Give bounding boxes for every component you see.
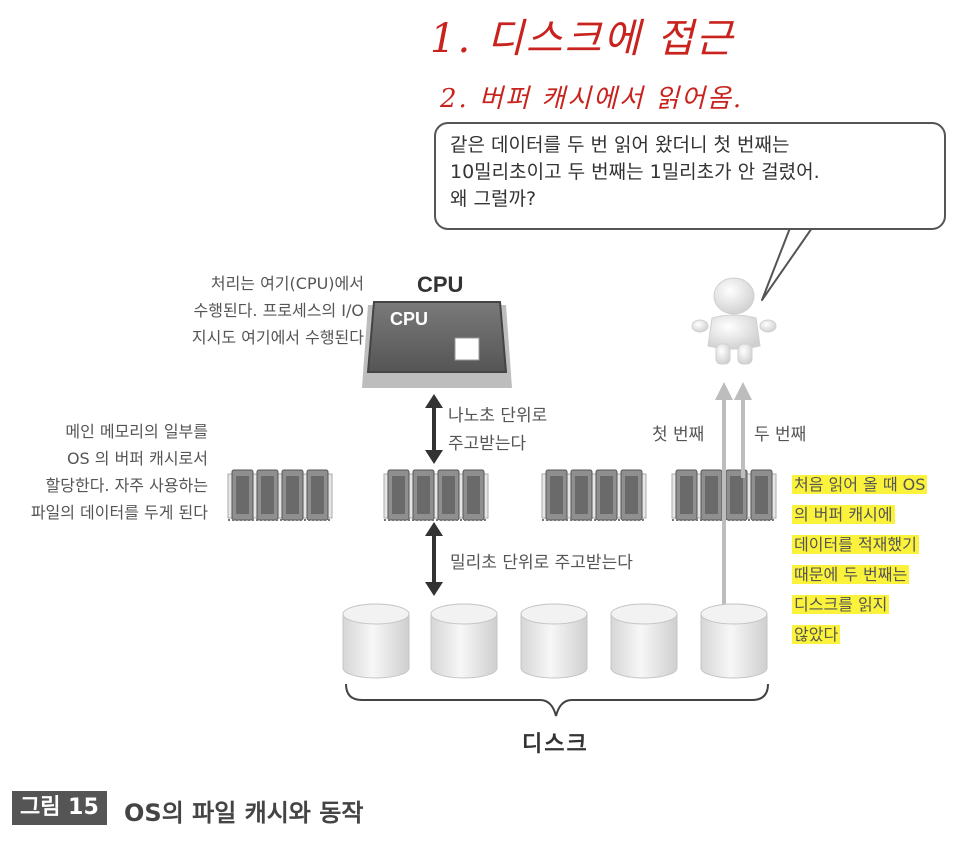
cpu-title: CPU [417,272,464,297]
highlight-line: 않았다 [792,625,841,644]
transfer-line: 주고받는다 [448,434,527,454]
speech-bubble: 같은 데이터를 두 번 읽어 왔더니 첫 번째는 10밀리초이고 두 번째는 1… [434,122,946,230]
memory-note-line: 메인 메모리의 일부를 [65,422,208,441]
cpu-chip-label: CPU [390,309,429,329]
arrow-memory-disk [425,522,443,596]
figure-badge: 그림 15 [12,791,107,825]
highlight-line: 때문에 두 번째는 [792,565,910,584]
memory-module [541,469,647,521]
arrow-cpu-memory [425,394,443,464]
highlight-line: 디스크를 읽지 [792,595,890,614]
bubble-tail [761,227,813,301]
handwritten-note-2: 2. 버퍼 캐시에서 읽어옴. [440,84,744,114]
first-read-label: 첫 번째 [652,425,705,445]
disk-bracket [345,683,769,717]
disk-cylinder [430,603,498,679]
cpu-memory-transfer-label: 나노초 단위로 주고받는다 [448,402,547,458]
highlight-line: 데이터를 적재했기 [792,535,919,554]
memory-note-line: 할당한다. 자주 사용하는 [45,476,208,495]
cpu-note-line: 지시도 여기에서 수행된다 [191,328,364,347]
memory-modules [227,469,777,521]
disk-cylinder [700,603,768,679]
memory-note: 메인 메모리의 일부를 OS 의 버퍼 캐시로서 할당한다. 자주 사용하는 파… [31,418,208,526]
speech-line: 왜 그럴까? [450,188,537,210]
disk-label: 디스크 [522,732,589,757]
figure-title: OS의 파일 캐시와 동작 [124,799,364,827]
disk-cylinder [342,603,410,679]
memory-module [227,469,333,521]
disk-cylinder [520,603,588,679]
handwritten-note-1: 1. 디스크에 접근 [430,16,735,62]
person-figure [691,277,777,365]
second-read-label: 두 번째 [754,425,807,445]
cpu-note-line: 처리는 여기(CPU)에서 [210,274,364,293]
memory-note-line: OS 의 버퍼 캐시로서 [66,449,208,468]
disk-cylinders [342,603,768,679]
highlight-line: 의 버퍼 캐시에 [792,505,895,524]
disk-cylinder [610,603,678,679]
memory-module [383,469,489,521]
cpu-note: 처리는 여기(CPU)에서 수행된다. 프로세스의 I/O 지시도 여기에서 수… [192,270,364,351]
memory-disk-transfer-label: 밀리초 단위로 주고받는다 [450,553,633,573]
speech-line: 같은 데이터를 두 번 읽어 왔더니 첫 번째는 [450,134,790,156]
highlight-note: 처음 읽어 올 때 OS 의 버퍼 캐시에 데이터를 적재했기 때문에 두 번째… [792,470,928,650]
highlight-line: 처음 읽어 올 때 OS [792,475,928,494]
speech-line: 10밀리초이고 두 번째는 1밀리초가 안 걸렸어. [450,161,820,183]
cpu-chip-graphic [362,301,512,388]
transfer-line: 나노초 단위로 [448,406,548,426]
cpu-note-line: 수행된다. 프로세스의 I/O [193,301,364,320]
memory-note-line: 파일의 데이터를 두게 된다 [30,503,208,522]
read-arrows [715,382,752,612]
